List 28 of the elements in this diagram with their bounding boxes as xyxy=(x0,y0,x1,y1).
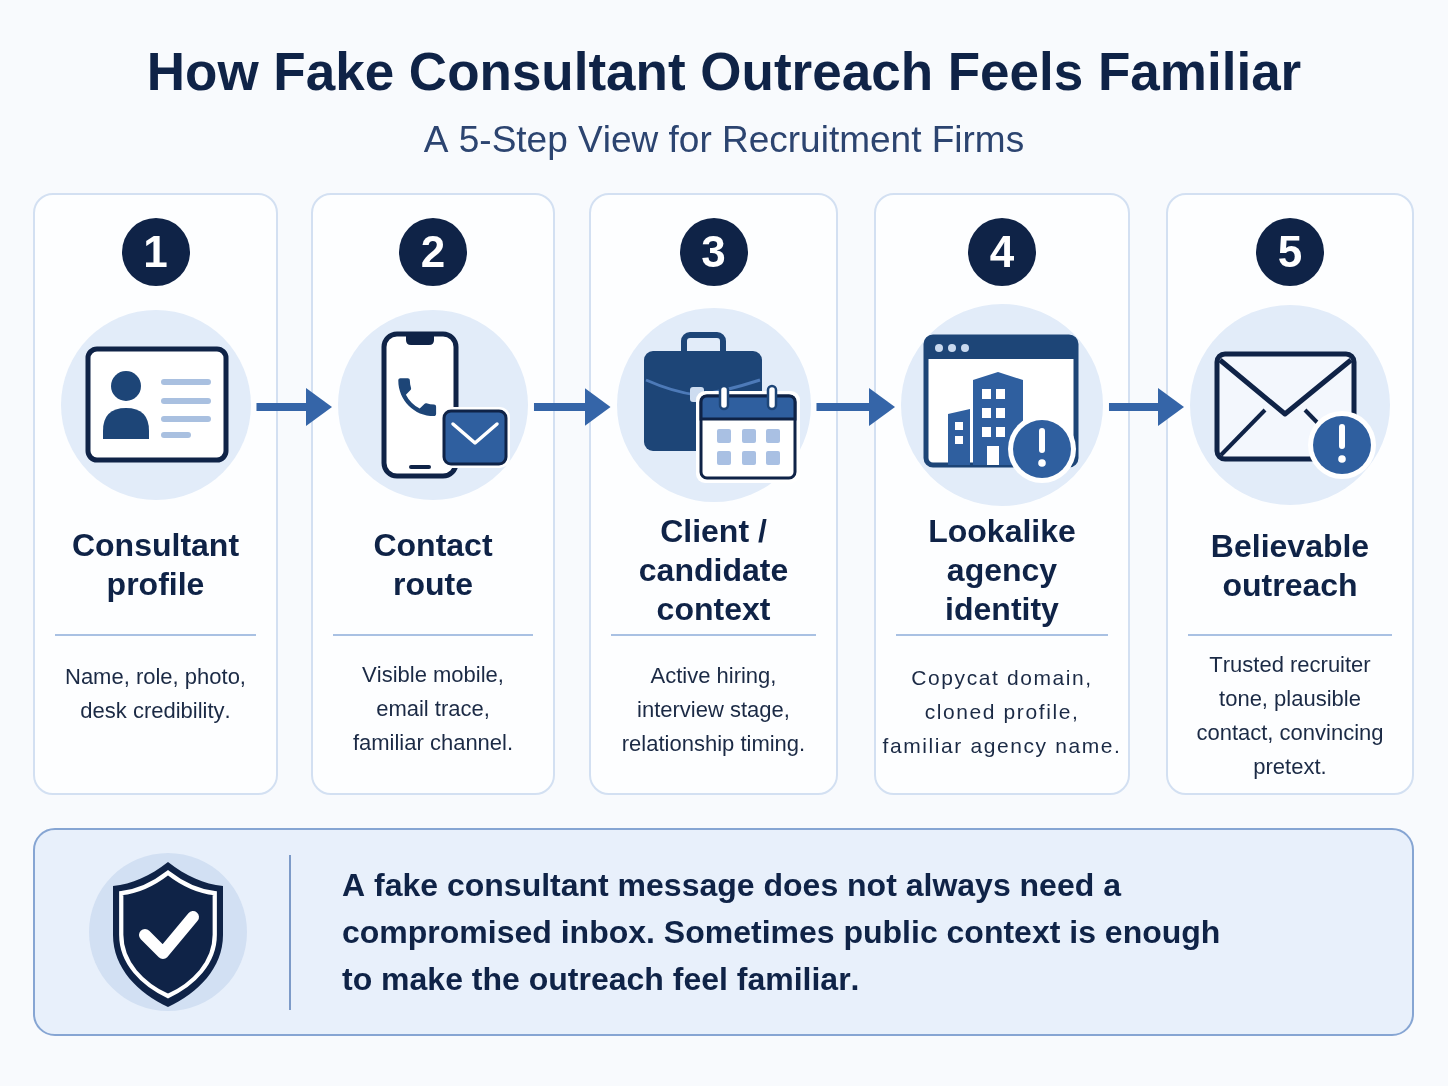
arrow xyxy=(256,388,332,426)
subtitle: A 5-Step View for Recruitment Firms xyxy=(423,118,1025,162)
arrow xyxy=(1109,388,1184,426)
step-number-badge: 2 xyxy=(399,218,467,286)
step-description: Active hiring, interview stage, relationship timing. xyxy=(621,662,806,758)
step-card xyxy=(311,193,555,795)
step-number-badge: 3 xyxy=(679,218,748,286)
message-panel xyxy=(33,828,1414,1036)
step-number-badge: 5 xyxy=(1256,218,1324,286)
step-heading: Lookalike agency identity xyxy=(927,512,1077,629)
step-card xyxy=(874,193,1130,795)
step-number-badge: 1 xyxy=(121,218,190,286)
title: How Fake Consultant Outreach Feels Familiar xyxy=(146,41,1302,103)
step-heading: Believable outreach xyxy=(1210,526,1370,605)
message-text: A fake consultant message does not always need a compromised inbox. Sometimes public context is enough to make the outreach feel familiar. xyxy=(342,865,1222,999)
step-card xyxy=(589,193,838,795)
step-heading: Client / candidate context xyxy=(638,512,789,629)
step-description: Copycat domain, cloned profile, familiar agency name. xyxy=(881,665,1123,759)
step-card xyxy=(1166,193,1414,795)
step-description: Trusted recruiter tone, plausible contact, convincing pretext. xyxy=(1195,651,1385,781)
arrow xyxy=(816,388,895,426)
step-number-badge: 4 xyxy=(968,218,1036,286)
arrow xyxy=(534,388,611,426)
step-card xyxy=(33,193,278,795)
step-heading: Contact route xyxy=(372,525,494,604)
step-description: Name, role, photo, desk credibility. xyxy=(64,663,247,725)
step-heading: Consultant profile xyxy=(71,525,240,604)
step-description: Visible mobile, email trace, familiar channel. xyxy=(352,661,514,757)
